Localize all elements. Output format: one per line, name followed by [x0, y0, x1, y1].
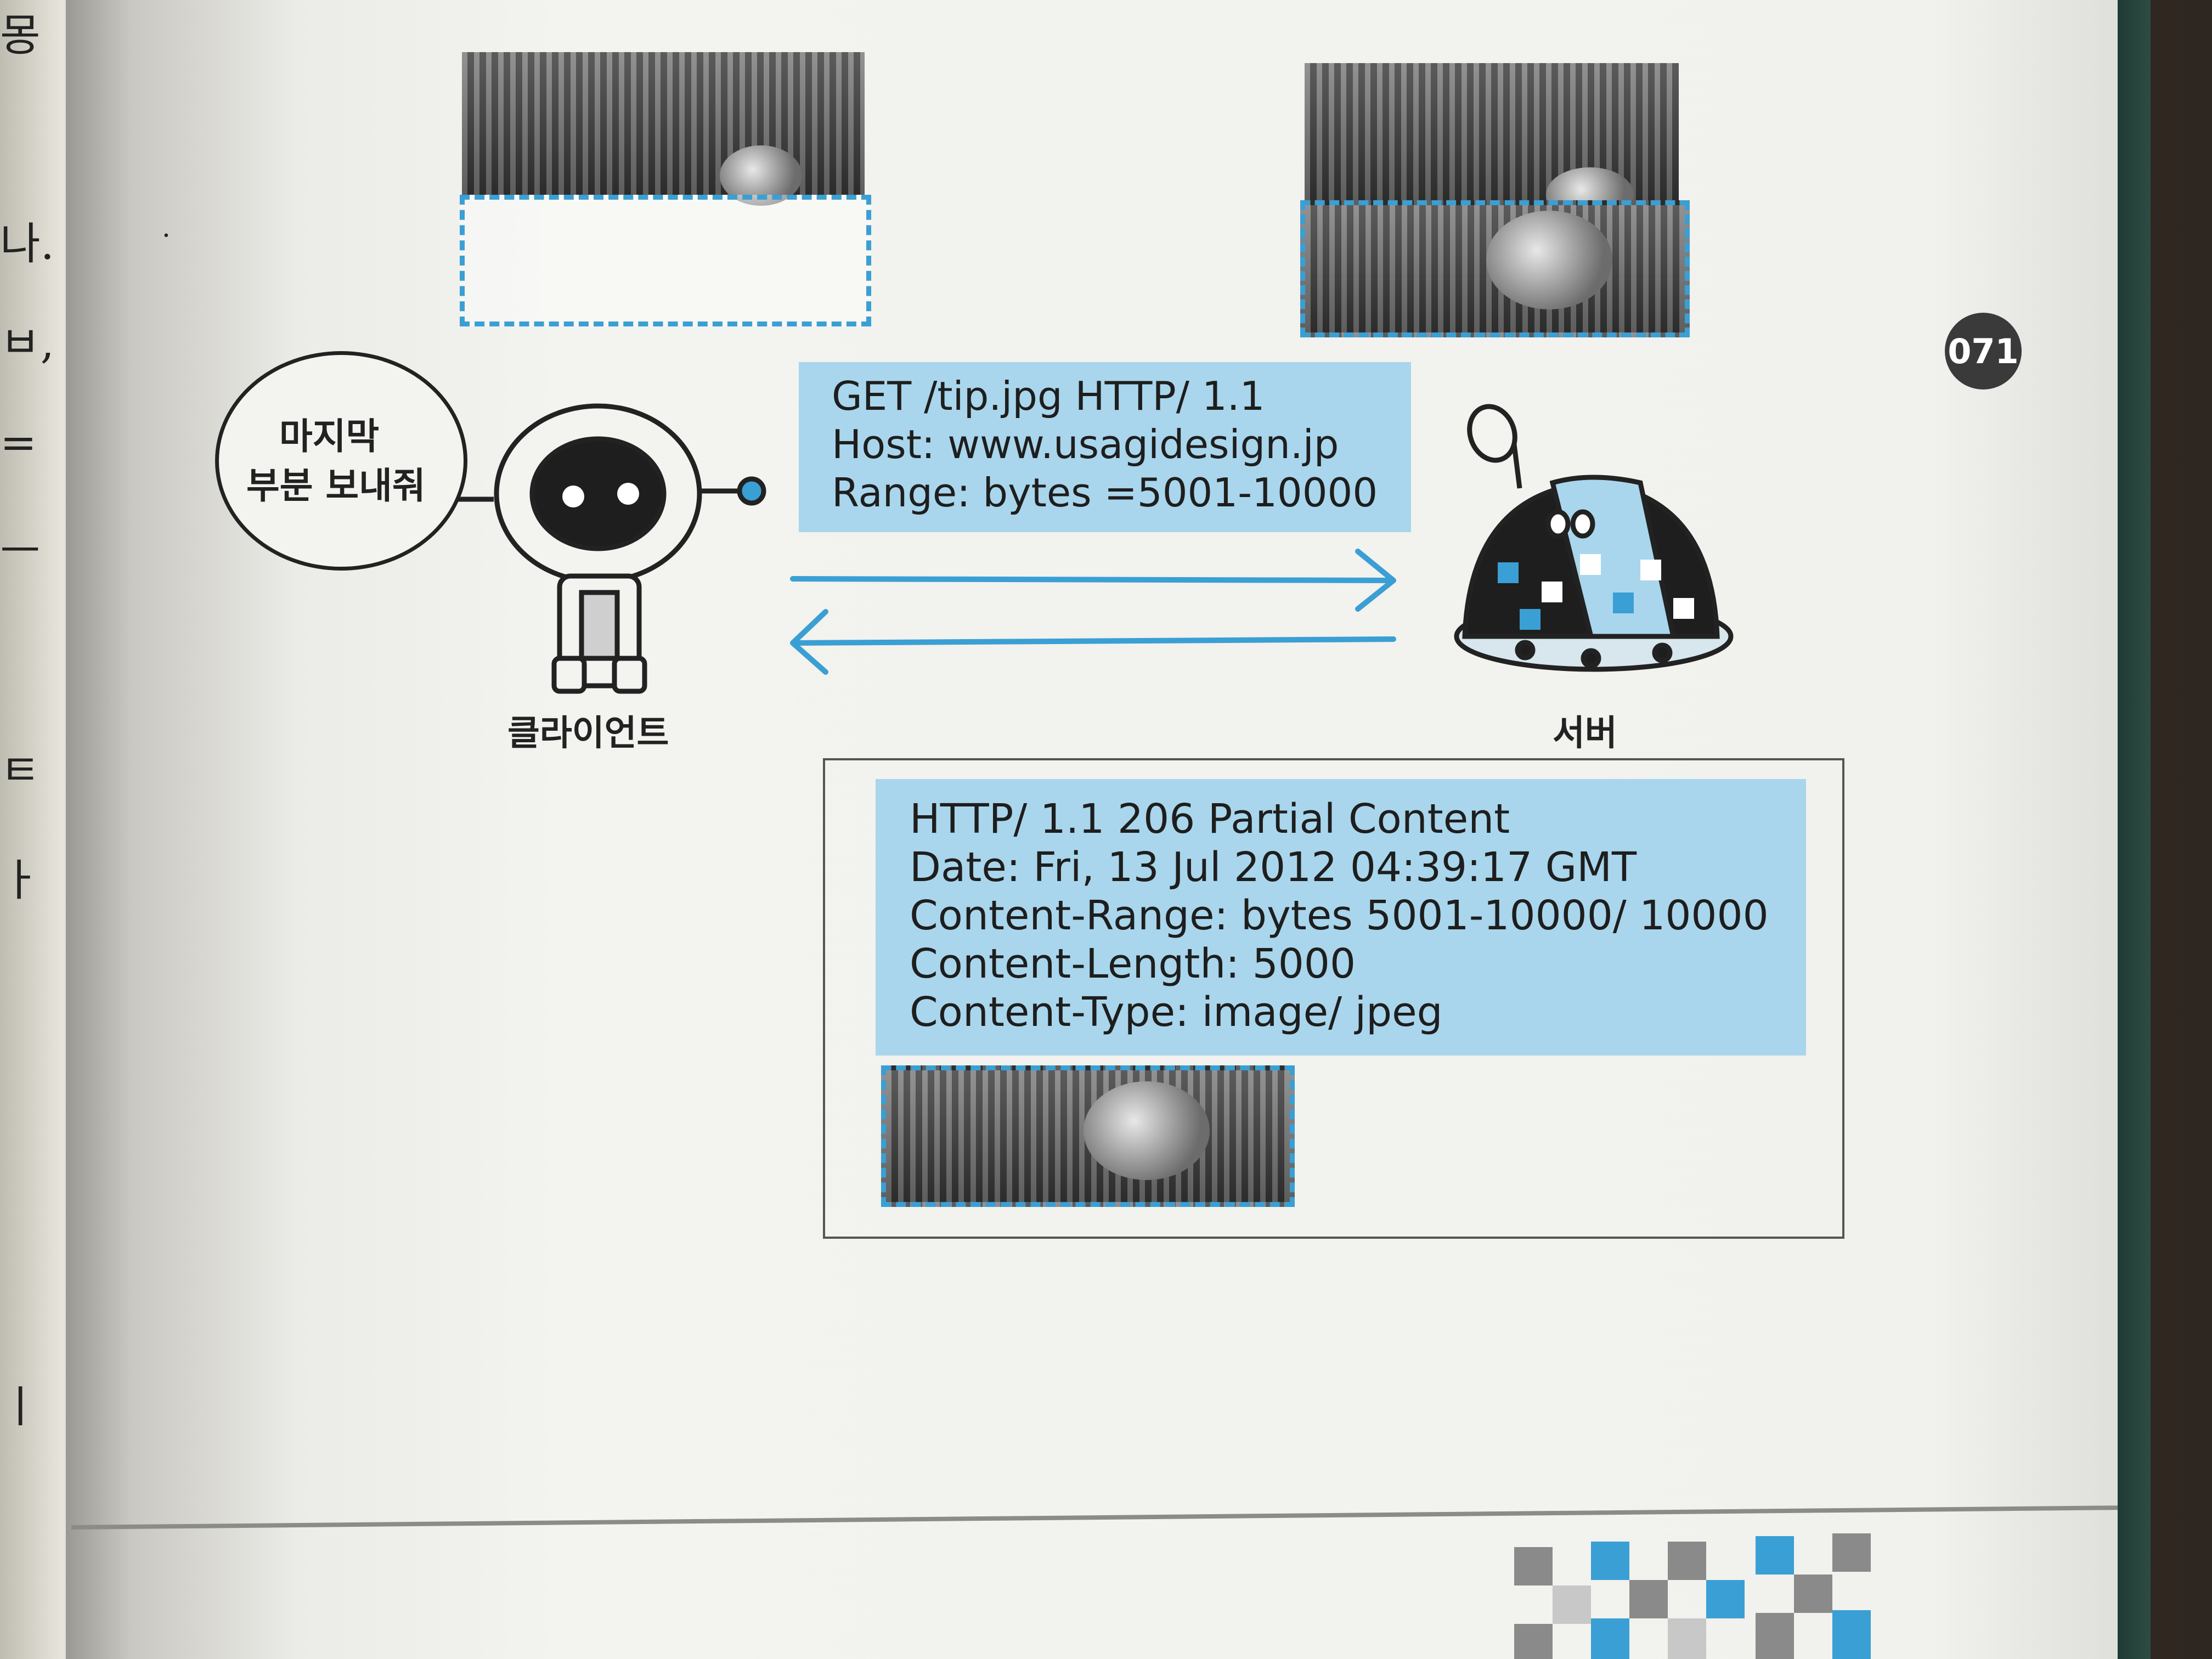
left-page-glyph: 나.: [0, 218, 55, 269]
request-host-header: Host: www.usagidesign.jp: [832, 421, 1339, 467]
response-content-length-header: Content-Length: 5000: [910, 940, 1356, 988]
http-response-box: HTTP/ 1.1 206 Partial Content Date: Fri,…: [876, 779, 1806, 1056]
request-range-header: Range: bytes =5001-10000: [832, 470, 1378, 516]
http-request-box: GET /tip.jpg HTTP/ 1.1 Host: www.usagide…: [799, 362, 1411, 532]
missing-image-part: [460, 195, 871, 326]
request-line: GET /tip.jpg HTTP/ 1.1: [832, 373, 1265, 419]
client-robot-icon: [433, 403, 766, 694]
response-image-part: [881, 1065, 1295, 1207]
client-label: 클라이언트: [507, 713, 669, 754]
response-content-type-header: Content-Type: image/ jpeg: [910, 989, 1443, 1036]
left-page-glyph: =: [0, 417, 37, 468]
response-date-header: Date: Fri, 13 Jul 2012 04:39:17 GMT: [910, 844, 1637, 891]
left-page-glyph: ·: [162, 219, 171, 251]
response-arrow: [790, 609, 1396, 675]
http-response-frame: [823, 758, 1844, 1239]
page-number-badge: 071: [1945, 313, 2022, 390]
client-partial-image: [462, 52, 865, 206]
left-page-glyph: ㅂ,: [0, 317, 55, 368]
server-robot-icon: [1454, 404, 1734, 672]
response-status-line: HTTP/ 1.1 206 Partial Content: [910, 795, 1510, 843]
left-page-glyph: ㅌ: [0, 745, 41, 796]
server-image-top: [1305, 63, 1679, 222]
book-cover-edge: [2118, 0, 2151, 1659]
request-arrow: [790, 549, 1396, 612]
speech-bubble: 마지막 부분 보내줘: [215, 351, 467, 571]
left-page-glyph: ㅡ: [0, 526, 41, 577]
server-label: 서버: [1553, 713, 1617, 754]
left-page-glyph: 몽: [0, 10, 41, 61]
left-page-glyph: ㅏ: [0, 855, 41, 906]
response-content-range-header: Content-Range: bytes 5001-10000/ 10000: [910, 892, 1769, 939]
server-image-bottom-range: [1300, 200, 1690, 337]
bubble-text-line1: 마지막: [279, 415, 380, 458]
left-page-glyph: ㅣ: [0, 1381, 41, 1432]
bubble-text-line2: 부분 보내줘: [246, 465, 426, 507]
